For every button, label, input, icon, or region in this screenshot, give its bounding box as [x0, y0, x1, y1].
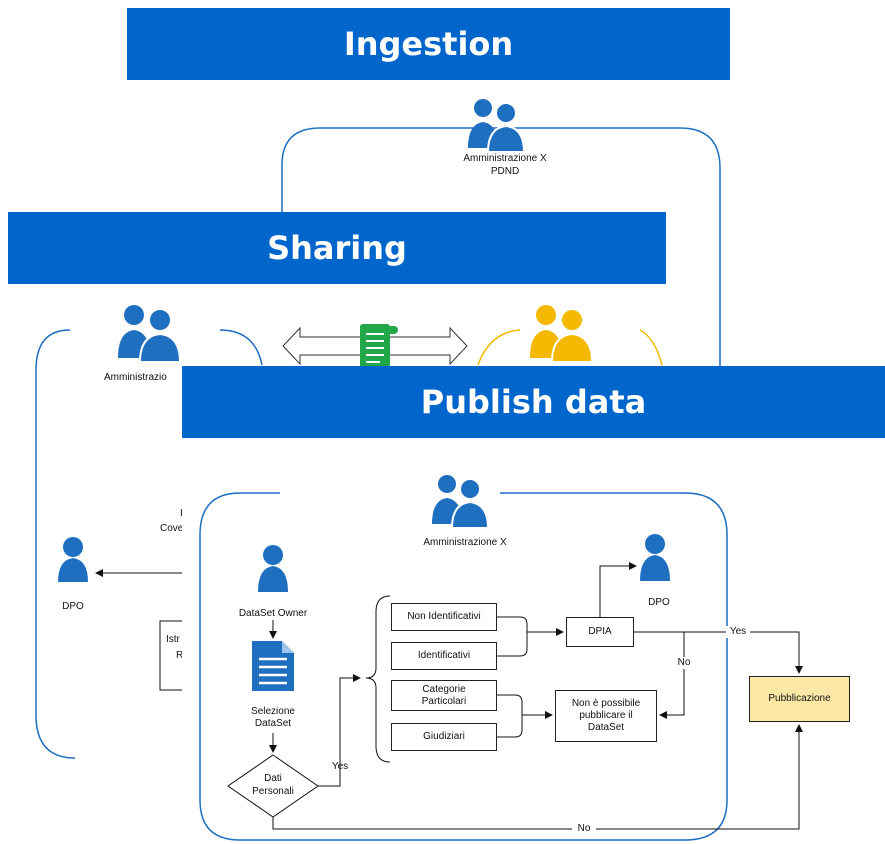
non-possibile-line3: DataSet	[587, 722, 625, 733]
sharing-lane-left	[35, 329, 76, 759]
decision-label-1: Dati	[264, 773, 282, 784]
sharing-partial-cove: Cove	[160, 523, 184, 534]
connector-ident-dpia	[497, 632, 528, 657]
connector-giud-np	[497, 715, 523, 738]
sharing-lane-right	[477, 329, 521, 366]
category-particolari-line1: Categorie	[422, 683, 466, 695]
people-group-icon	[432, 475, 490, 529]
publish-banner: Publish data	[182, 366, 885, 438]
category-particolari: Categorie Particolari	[391, 680, 497, 711]
category-giudiziari: Giudiziari	[391, 723, 497, 751]
connector-dpia-yes	[634, 631, 803, 674]
ingestion-banner: Ingestion	[127, 8, 730, 80]
dpia-box: DPIA	[566, 617, 634, 647]
sharing-dpo-label: DPO	[62, 601, 84, 612]
sharing-lane-right-2	[639, 329, 663, 366]
dataset-owner-label: DataSet Owner	[238, 608, 308, 619]
sharing-partial-istr: Istr	[166, 634, 180, 645]
publish-lane	[199, 492, 728, 841]
sharing-banner: Sharing	[8, 212, 666, 284]
selection-label-2: DataSet	[254, 718, 292, 729]
connector-dpia-dpo	[599, 562, 637, 617]
sharing-partial-r: R	[176, 650, 184, 661]
sharing-partial-box	[159, 620, 200, 691]
decision-label-2: Personali	[252, 786, 294, 797]
people-group-icon	[118, 305, 182, 363]
publish-actor-label: Amministrazione X	[423, 537, 507, 548]
no-bottom-label: No	[572, 823, 596, 835]
dpia-yes-label: Yes	[726, 626, 750, 638]
person-icon	[640, 534, 670, 581]
non-possibile-line2: pubblicare il	[579, 710, 633, 721]
pubblicazione-box: Pubblicazione	[749, 676, 850, 722]
selection-label-1: Selezione	[251, 706, 295, 717]
non-possibile-line1: Non è possibile	[571, 698, 641, 709]
connector-no-bottom	[272, 724, 803, 830]
connector-yes	[318, 674, 361, 787]
publish-dpo-label: DPO	[648, 597, 670, 608]
category-particolari-line2: Particolari	[421, 695, 467, 707]
connector-nonident-dpia	[497, 616, 564, 636]
people-group-icon	[468, 99, 526, 153]
publish-panel	[182, 366, 885, 844]
dpia-no-label: No	[672, 657, 696, 669]
document-icon	[252, 641, 294, 691]
ingestion-actor-label: Amministrazione X	[463, 153, 547, 164]
sharing-actor-label: Amministrazio	[104, 372, 167, 383]
person-icon	[58, 537, 88, 582]
connector-catpart-np	[497, 694, 553, 719]
people-group-icon-yellow	[530, 305, 594, 363]
ingestion-actor-sub: PDND	[490, 166, 520, 177]
categories-brace	[365, 595, 391, 763]
category-identificativi: Identificativi	[391, 642, 497, 670]
sharing-lane-left-top	[219, 329, 263, 366]
yes-label: Yes	[331, 761, 349, 772]
sharing-partial-i: I	[180, 508, 190, 520]
category-non-identificativi: Non Identificativi	[391, 603, 497, 631]
person-icon	[258, 545, 288, 592]
scroll-document-icon	[360, 324, 398, 368]
non-possibile-box: Non è possibile pubblicare il DataSet	[555, 690, 657, 742]
